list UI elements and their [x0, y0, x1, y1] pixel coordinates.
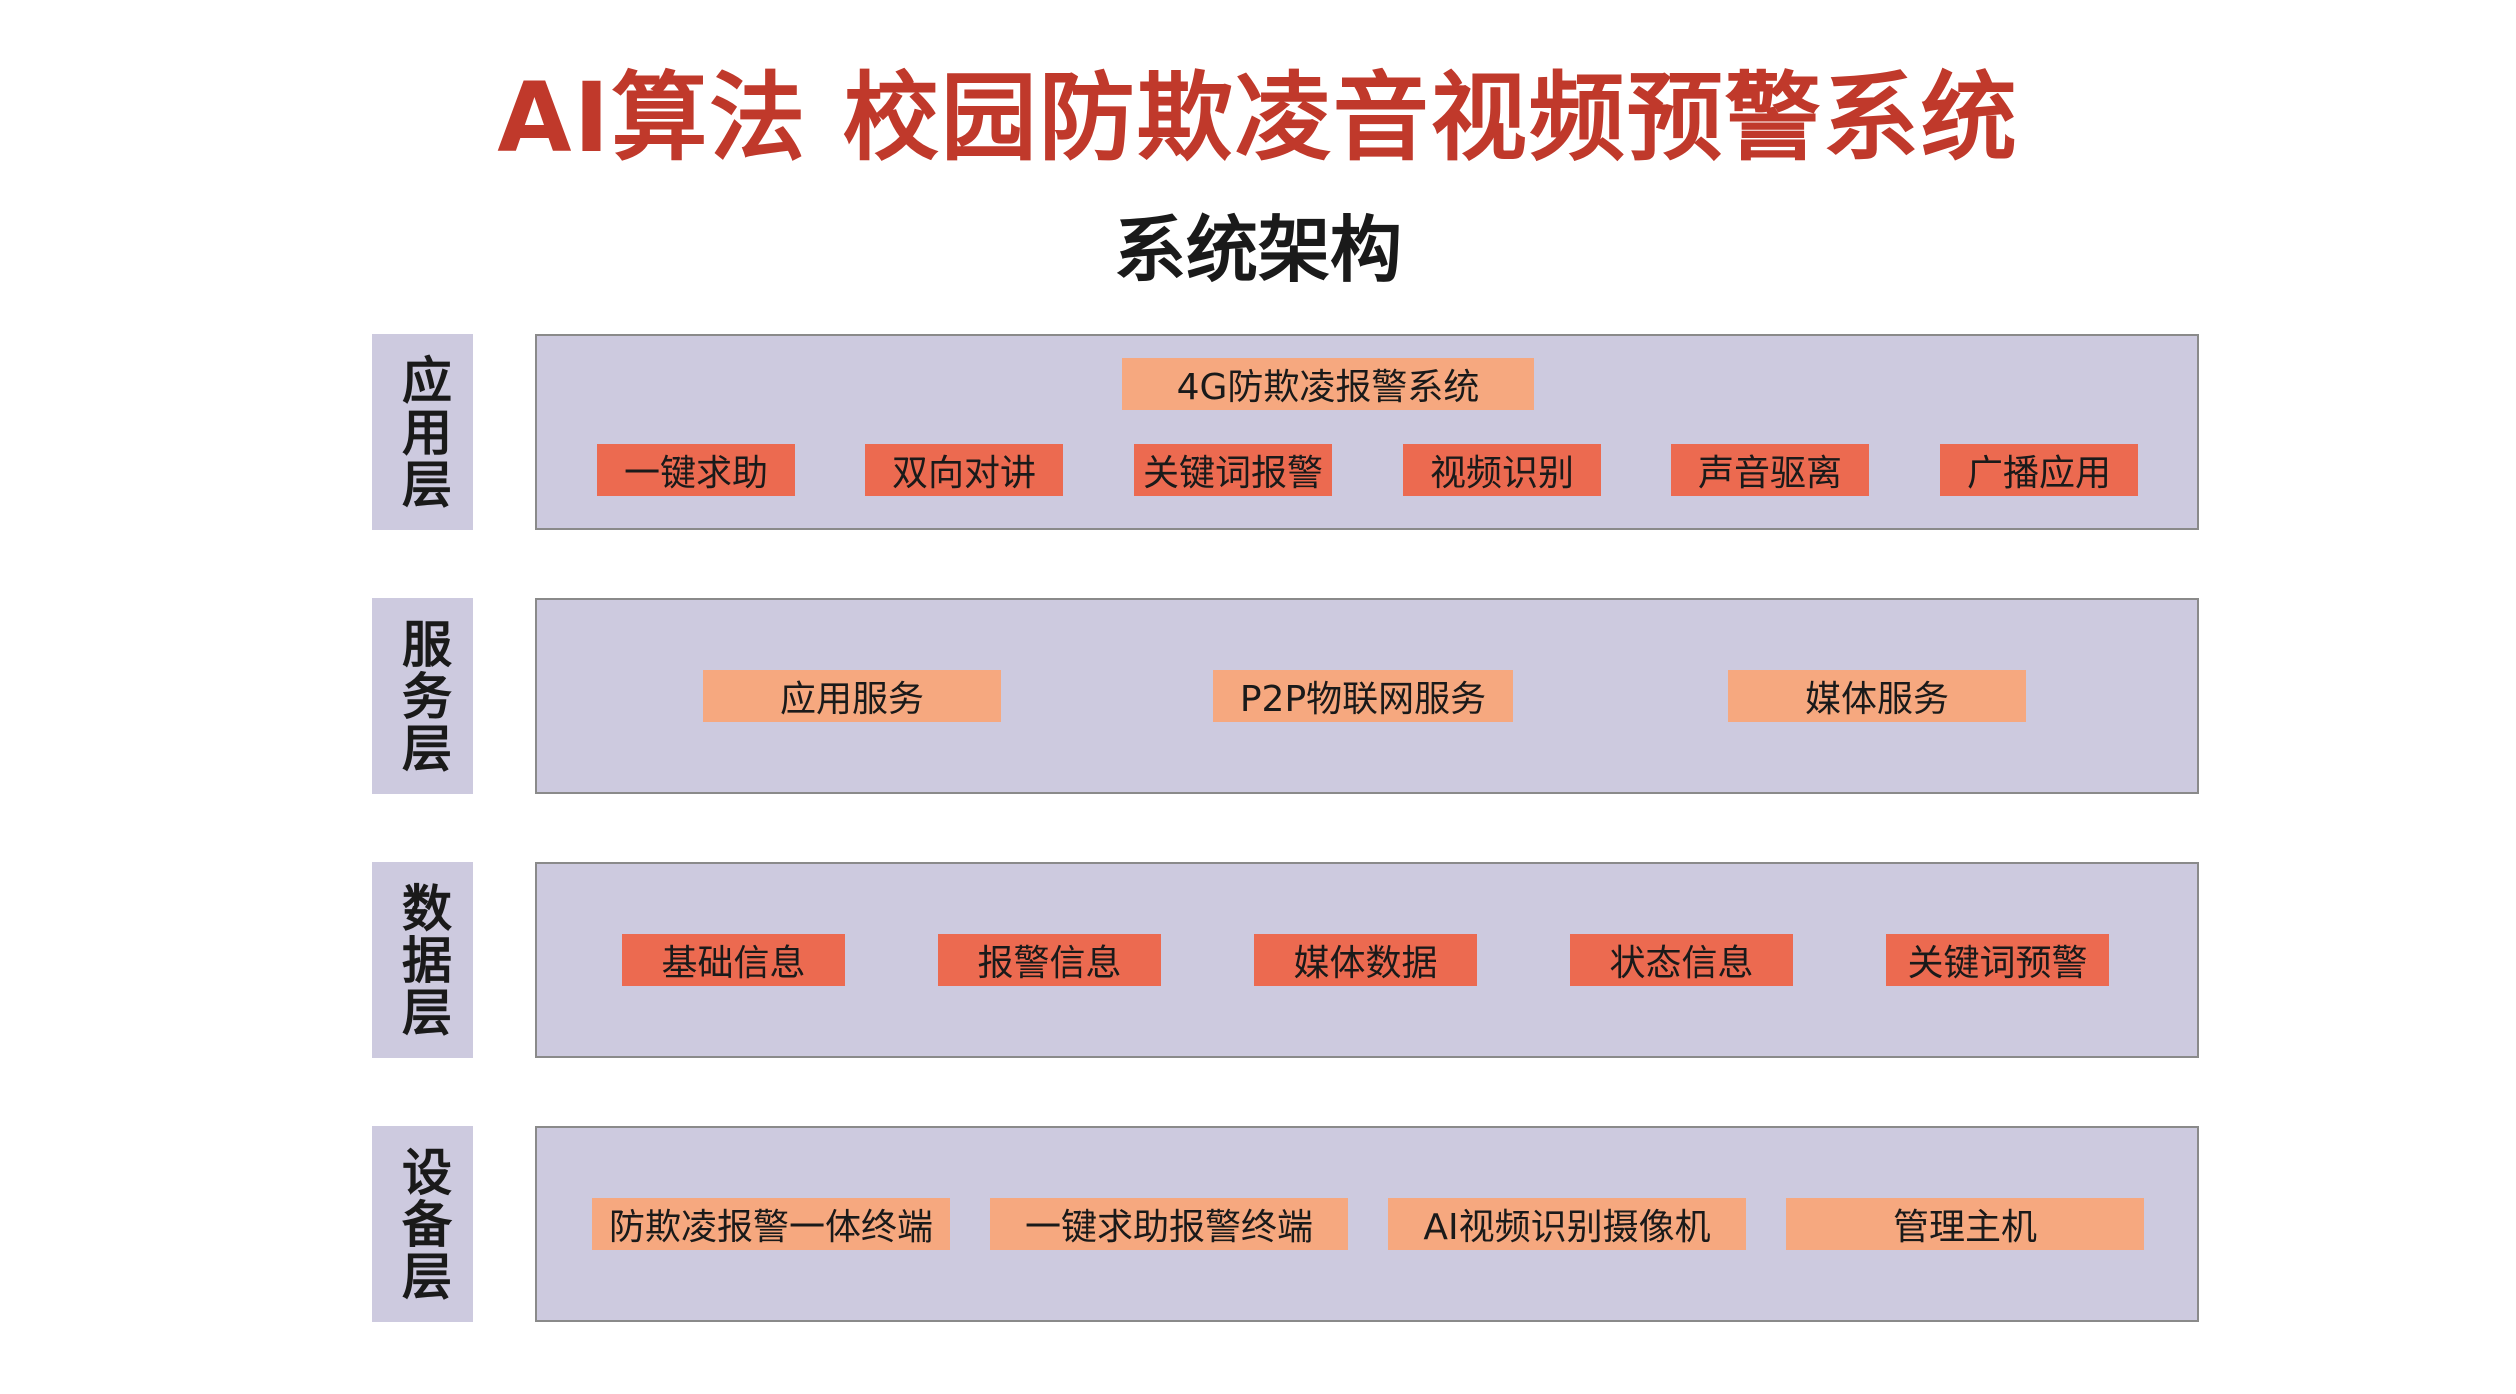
service-item: 应用服务 [703, 670, 1001, 722]
data-item: 基础信息 [622, 934, 845, 986]
layer-label-service: 服务层 [372, 598, 473, 794]
service-item: 媒体服务 [1728, 670, 2026, 722]
data-item: 媒体数据 [1254, 934, 1477, 986]
subtitle: 系统架构 [1113, 208, 1402, 292]
device-item: 管理主机 [1786, 1198, 2144, 1250]
application-item: 广播应用 [1940, 444, 2138, 496]
device-item: 防欺凌报警一体终端 [592, 1198, 950, 1250]
layer-label-application: 应用层 [372, 334, 473, 530]
data-item: 状态信息 [1570, 934, 1793, 986]
application-item: 视频识别 [1403, 444, 1601, 496]
application-item: 一键求助 [597, 444, 795, 496]
layer-panel-data: 基础信息 报警信息 媒体数据 状态信息 关键词预警 [535, 862, 2199, 1058]
application-item: 声音驱离 [1671, 444, 1869, 496]
device-item: AI视频识别摄像机 [1388, 1198, 1746, 1250]
application-item: 双向对讲 [865, 444, 1063, 496]
layer-label-data: 数据层 [372, 862, 473, 1058]
service-item: P2P物联网服务 [1213, 670, 1513, 722]
data-item: 报警信息 [938, 934, 1161, 986]
layer-panel-service: 应用服务 P2P物联网服务 媒体服务 [535, 598, 2199, 794]
layer-panel-application: 4G防欺凌报警系统 一键求助 双向对讲 关键词报警 视频识别 声音驱离 广播应用 [535, 334, 2199, 530]
device-item: 一键求助报警终端 [990, 1198, 1348, 1250]
layer-panel-device: 防欺凌报警一体终端 一键求助报警终端 AI视频识别摄像机 管理主机 [535, 1126, 2199, 1322]
data-item: 关键词预警 [1886, 934, 2109, 986]
system-box: 4G防欺凌报警系统 [1122, 358, 1534, 410]
main-title: AI算法 校园防欺凌音视频预警系统 [497, 62, 2019, 174]
layer-label-device: 设备层 [372, 1126, 473, 1322]
application-item: 关键词报警 [1134, 444, 1332, 496]
